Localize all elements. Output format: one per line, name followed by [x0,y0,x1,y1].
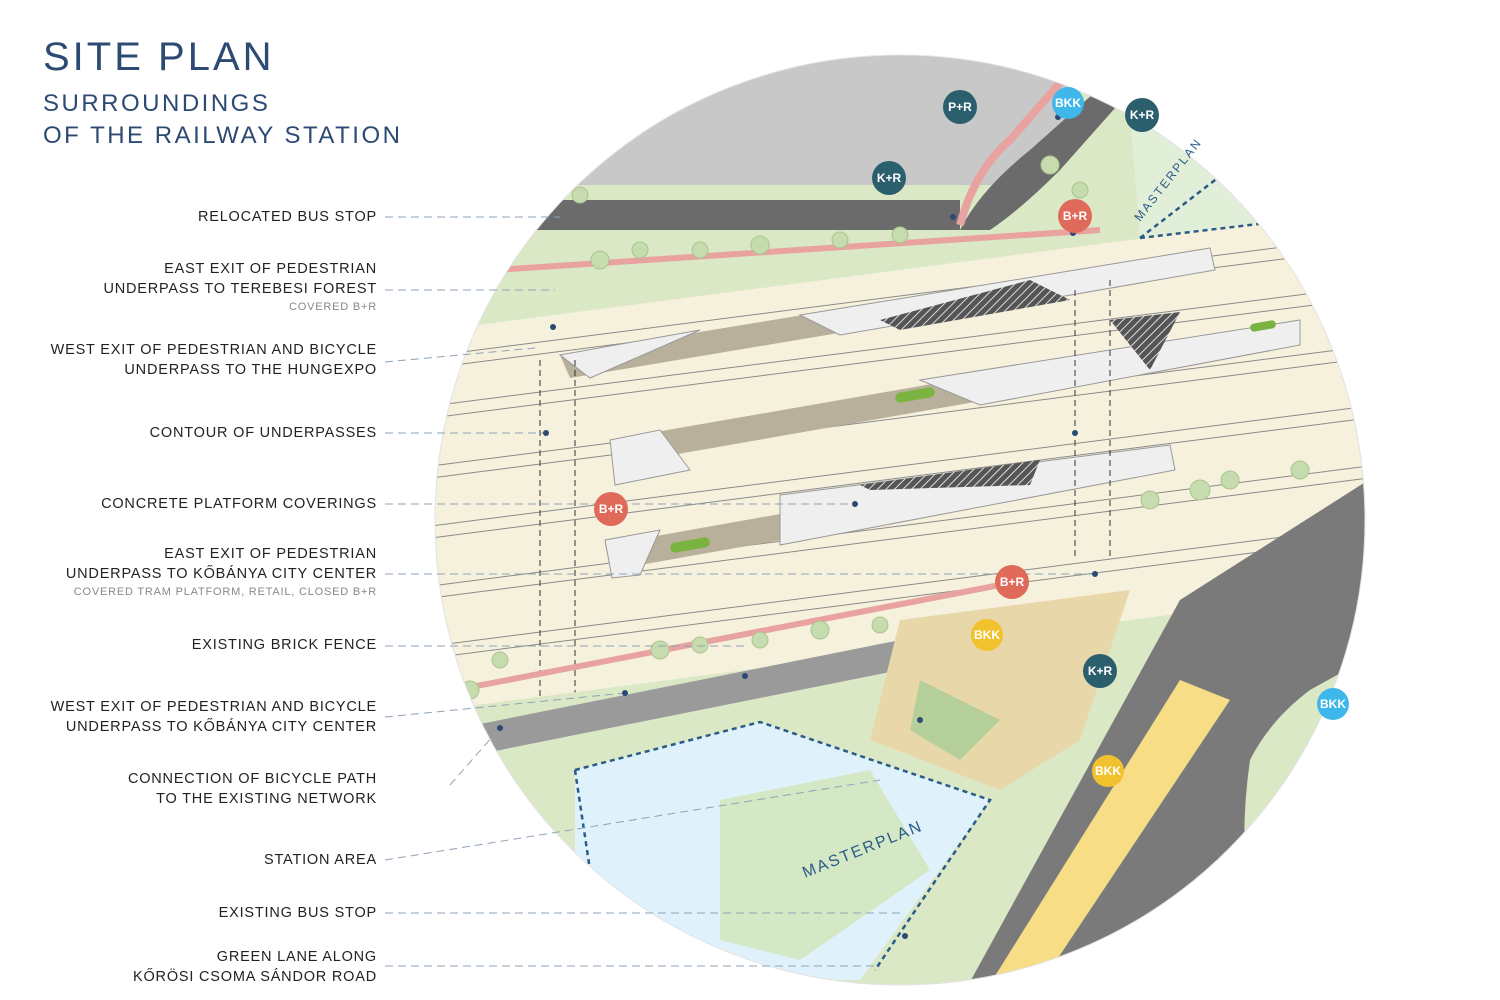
badge-bkk: BKK [1317,688,1349,720]
road [435,200,960,230]
tram-platform [980,680,1230,985]
map-contents [435,55,1365,985]
svg-text:BKK: BKK [974,628,1000,642]
label-line: STATION AREA [264,852,377,868]
leader-lines [384,216,1095,967]
svg-text:K+R: K+R [877,171,902,185]
bicycle-path [956,57,1084,227]
label-line: CONCRETE PLATFORM COVERINGS [101,496,377,512]
parking-area [1300,760,1365,900]
badge-bkk: BKK [1092,755,1124,787]
label-west-exit-hungexpo: WEST EXIT OF PEDESTRIAN AND BICYCLE UNDE… [51,340,377,380]
label-line: UNDERPASS TO KŐBÁNYA CITY CENTER [65,719,377,735]
masterplan-boundary [1139,169,1229,239]
label-existing-brick-fence: EXISTING BRICK FENCE [192,635,377,655]
label-line: EAST EXIT OF PEDESTRIAN [164,261,377,277]
planter [670,537,710,553]
label-east-exit-kobanya: EAST EXIT OF PEDESTRIAN UNDERPASS TO KŐB… [66,544,377,600]
badge-k-r: K+R [1125,98,1159,132]
svg-text:BKK: BKK [1320,697,1346,711]
label-line: TO THE EXISTING NETWORK [156,791,377,807]
label-concrete-platform-coverings: CONCRETE PLATFORM COVERINGS [101,494,377,514]
label-green-lane: GREEN LANE ALONG KŐRÖSI CSOMA SÁNDOR ROA… [133,947,377,987]
plan-boundary [434,54,1366,986]
svg-text:B+R: B+R [1000,575,1025,589]
plaza-green [910,680,1000,760]
platform-covering [779,444,1176,546]
svg-text:BKK: BKK [1055,96,1081,110]
label-bicycle-connection: CONNECTION OF BICYCLE PATH TO THE EXISTI… [128,769,377,809]
label-line: UNDERPASS TO KŐBÁNYA CITY CENTER [65,566,377,582]
masterplan-boundary [1139,220,1276,240]
stair-hatch [1110,312,1180,370]
label-east-exit-terebesi: EAST EXIT OF PEDESTRIAN UNDERPASS TO TER… [103,259,377,315]
leader-dots [497,114,1098,939]
label-sub: COVERED B+R [289,301,377,313]
svg-text:BKK: BKK [1095,764,1121,778]
badge-b-r: B+R [594,492,628,526]
label-line: WEST EXIT OF PEDESTRIAN AND BICYCLE [50,342,377,358]
label-existing-bus-stop: EXISTING BUS STOP [219,903,377,923]
svg-text:B+R: B+R [1063,209,1088,223]
badge-k-r: K+R [1083,654,1117,688]
svg-text:B+R: B+R [599,502,624,516]
bicycle-path [435,582,1001,698]
stair-hatch [880,280,1070,330]
platform-covering [604,529,661,579]
page-title: SITE PLAN [43,35,275,79]
badge-b-r: B+R [1058,199,1092,233]
label-west-exit-kobanya: WEST EXIT OF PEDESTRIAN AND BICYCLE UNDE… [51,697,377,737]
road [960,70,1140,230]
page-subtitle-line1: SURROUNDINGS [43,90,271,117]
badge-p-r: P+R [943,90,977,124]
svg-text:P+R: P+R [948,100,972,114]
label-line: UNDERPASS TO THE HUNGEXPO [124,362,377,378]
label-station-area: STATION AREA [264,850,377,870]
badge-k-r: K+R [872,161,906,195]
station-green [720,770,930,960]
title-block: SITE PLAN SURROUNDINGS OF THE RAILWAY ST… [43,34,402,152]
label-line: RELOCATED BUS STOP [197,209,377,225]
label-line: CONTOUR OF UNDERPASSES [149,425,377,441]
platform-covering [609,429,691,486]
label-line: KŐRÖSI CSOMA SÁNDOR ROAD [133,969,377,985]
label-line: UNDERPASS TO TEREBESI FOREST [103,281,377,297]
label-contour-underpasses: CONTOUR OF UNDERPASSES [150,423,377,443]
label-line: EXISTING BRICK FENCE [191,637,377,653]
badge-b-r: B+R [995,565,1029,599]
stair-hatch [860,460,1040,490]
label-sub: COVERED TRAM PLATFORM, RETAIL, CLOSED B+… [73,586,377,598]
badge-bkk: BKK [971,619,1003,651]
badge-bkk: BKK [1052,87,1084,119]
label-line: WEST EXIT OF PEDESTRIAN AND BICYCLE [50,699,377,715]
planter [895,387,935,403]
label-line: EXISTING BUS STOP [218,905,377,921]
label-line: CONNECTION OF BICYCLE PATH [127,771,377,787]
svg-text:K+R: K+R [1130,108,1155,122]
label-relocated-bus-stop: RELOCATED BUS STOP [198,207,377,227]
planter [1250,320,1276,332]
road [435,620,1000,770]
label-line: GREEN LANE ALONG [216,949,377,965]
label-line: EAST EXIT OF PEDESTRIAN [164,546,377,562]
svg-text:K+R: K+R [1088,664,1113,678]
platform-covering [558,329,701,379]
masterplan-boundary [573,769,592,871]
page-subtitle-line2: OF THE RAILWAY STATION [43,122,403,149]
